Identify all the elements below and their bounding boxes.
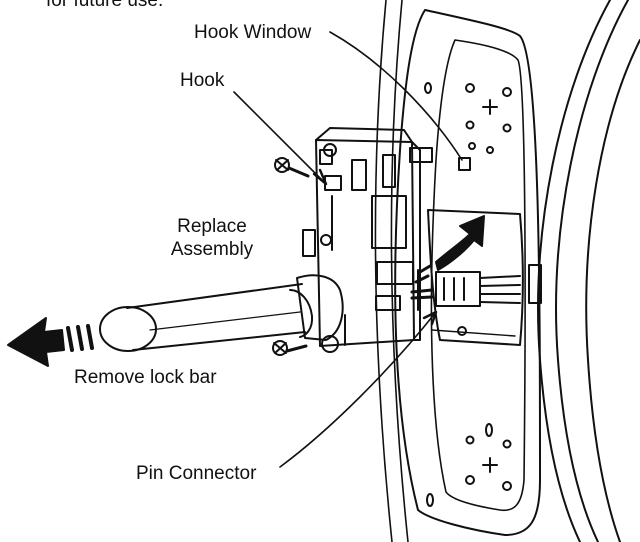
remove-arrow [7, 317, 94, 367]
label-hook-window: Hook Window [194, 22, 312, 43]
disconnect-arrow [410, 215, 485, 300]
label-hook: Hook [180, 70, 225, 91]
leader-lines [233, 31, 463, 468]
drum-rings [374, 0, 640, 542]
panel-opening [427, 209, 524, 346]
header-partial-text: for future use. [46, 0, 164, 11]
door-panel [394, 9, 542, 536]
label-replace-assembly: Replace Assembly [156, 215, 268, 261]
label-pin-connector: Pin Connector [136, 463, 257, 484]
label-remove-lock-bar: Remove lock bar [74, 367, 217, 388]
label-replace-line2: Assembly [170, 239, 254, 260]
screws [272, 143, 339, 356]
pin-connector-plug [435, 271, 521, 307]
lock-bar [99, 274, 344, 352]
label-replace-line1: Replace [177, 216, 247, 237]
